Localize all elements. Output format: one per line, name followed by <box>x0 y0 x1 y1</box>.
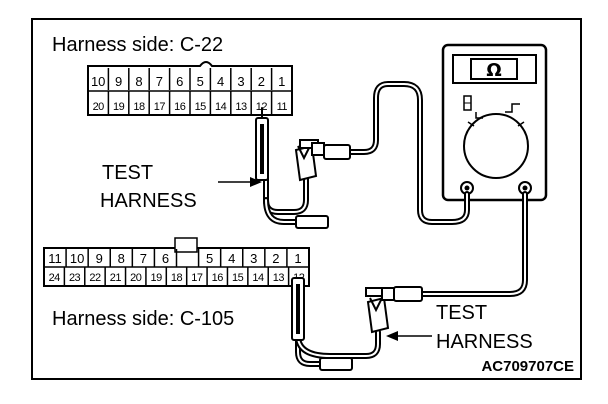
bottom-harness-arrow <box>386 331 432 341</box>
connector-bottom-row1-pin: 8 <box>118 251 125 266</box>
connector-top-row1-pin: 9 <box>115 74 122 89</box>
test-harness-bottom-label-line1: TEST <box>436 302 487 324</box>
connector-bottom-row1-pin: 3 <box>250 251 257 266</box>
bottom-harness-probe <box>291 277 353 371</box>
connector-top-row2-pin: 16 <box>174 101 186 113</box>
test-harness-bottom-label-line2: HARNESS <box>436 331 533 353</box>
connector-bottom-row1-pin: 5 <box>206 251 213 266</box>
connector-bottom-row1-pin: 7 <box>140 251 147 266</box>
connector-top-row2-pin: 17 <box>154 101 166 113</box>
connector-bottom-row1-pin: 4 <box>228 251 235 266</box>
wires <box>261 81 528 367</box>
connector-bottom-row2-pin: 13 <box>273 272 285 284</box>
connector-bottom-title: Harness side: C-105 <box>52 308 234 330</box>
connector-top-row1-pin: 3 <box>237 74 244 89</box>
connector-top-row2-pin: 19 <box>113 101 125 113</box>
connector-bottom-row1-pin: 11 <box>48 251 62 266</box>
connector-bottom-row2-pin: 19 <box>150 272 162 284</box>
multimeter: Ω <box>441 43 548 202</box>
ohm-symbol: Ω <box>486 60 501 81</box>
connector-top-row2-pin: 20 <box>93 101 105 113</box>
test-harness-top-label-line1: TEST <box>102 162 153 184</box>
connector-bottom-row2-pin: 16 <box>212 272 224 284</box>
connector-top-row2-pin: 15 <box>195 101 207 113</box>
connector-top-row1-pin: 6 <box>176 74 183 89</box>
connector-bottom-row1-pin: 1 <box>294 251 301 266</box>
bottom-alligator-clip <box>365 286 423 334</box>
connector-bottom: 111098765432124232221201918171615141312 <box>43 237 310 287</box>
connector-bottom-row2-pin: 23 <box>69 272 81 284</box>
top-alligator-clip <box>294 139 351 182</box>
connector-top-row1-pin: 4 <box>217 74 224 89</box>
connector-bottom-row2-pin: 20 <box>130 272 142 284</box>
connector-top-row1-pin: 10 <box>91 74 105 89</box>
connector-top-row1-pin: 5 <box>197 74 204 89</box>
connector-top-row2-pin: 18 <box>133 101 145 113</box>
connector-top-title: Harness side: C-22 <box>52 34 223 56</box>
figure-code: AC709707CE <box>481 358 574 375</box>
connector-top-row1-pin: 8 <box>135 74 142 89</box>
connector-bottom-row2-pin: 14 <box>252 272 264 284</box>
diagram-frame <box>31 18 582 380</box>
connector-bottom-row1-pin: 9 <box>96 251 103 266</box>
connector-bottom-row2-pin: 24 <box>49 272 61 284</box>
connector-top-row1-pin: 2 <box>258 74 265 89</box>
meter-dial <box>463 113 529 179</box>
top-harness-probe <box>255 117 329 229</box>
connector-top-row1-pin: 7 <box>156 74 163 89</box>
connector-top-row2-pin: 11 <box>277 101 288 113</box>
connector-bottom-row1-pin: 10 <box>70 251 84 266</box>
connector-bottom-row1-pin: 6 <box>162 251 169 266</box>
connector-bottom-row2-pin: 15 <box>232 272 244 284</box>
connector-bottom-row2-pin: 18 <box>171 272 183 284</box>
connector-bottom-key <box>174 237 198 253</box>
connector-top-row2-pin: 13 <box>235 101 247 113</box>
connector-top-row2-pin: 14 <box>215 101 227 113</box>
connector-bottom-row2-pin: 22 <box>89 272 101 284</box>
connector-bottom-row2-pin: 21 <box>110 272 122 284</box>
top-harness-arrow <box>218 177 262 187</box>
connector-bottom-row1-pin: 2 <box>272 251 279 266</box>
connector-top-row1-pin: 1 <box>278 74 285 89</box>
connector-bottom-row2-pin: 17 <box>191 272 203 284</box>
test-harness-top-label-line2: HARNESS <box>100 190 197 212</box>
connector-top-row2-pin: 12 <box>256 101 268 113</box>
